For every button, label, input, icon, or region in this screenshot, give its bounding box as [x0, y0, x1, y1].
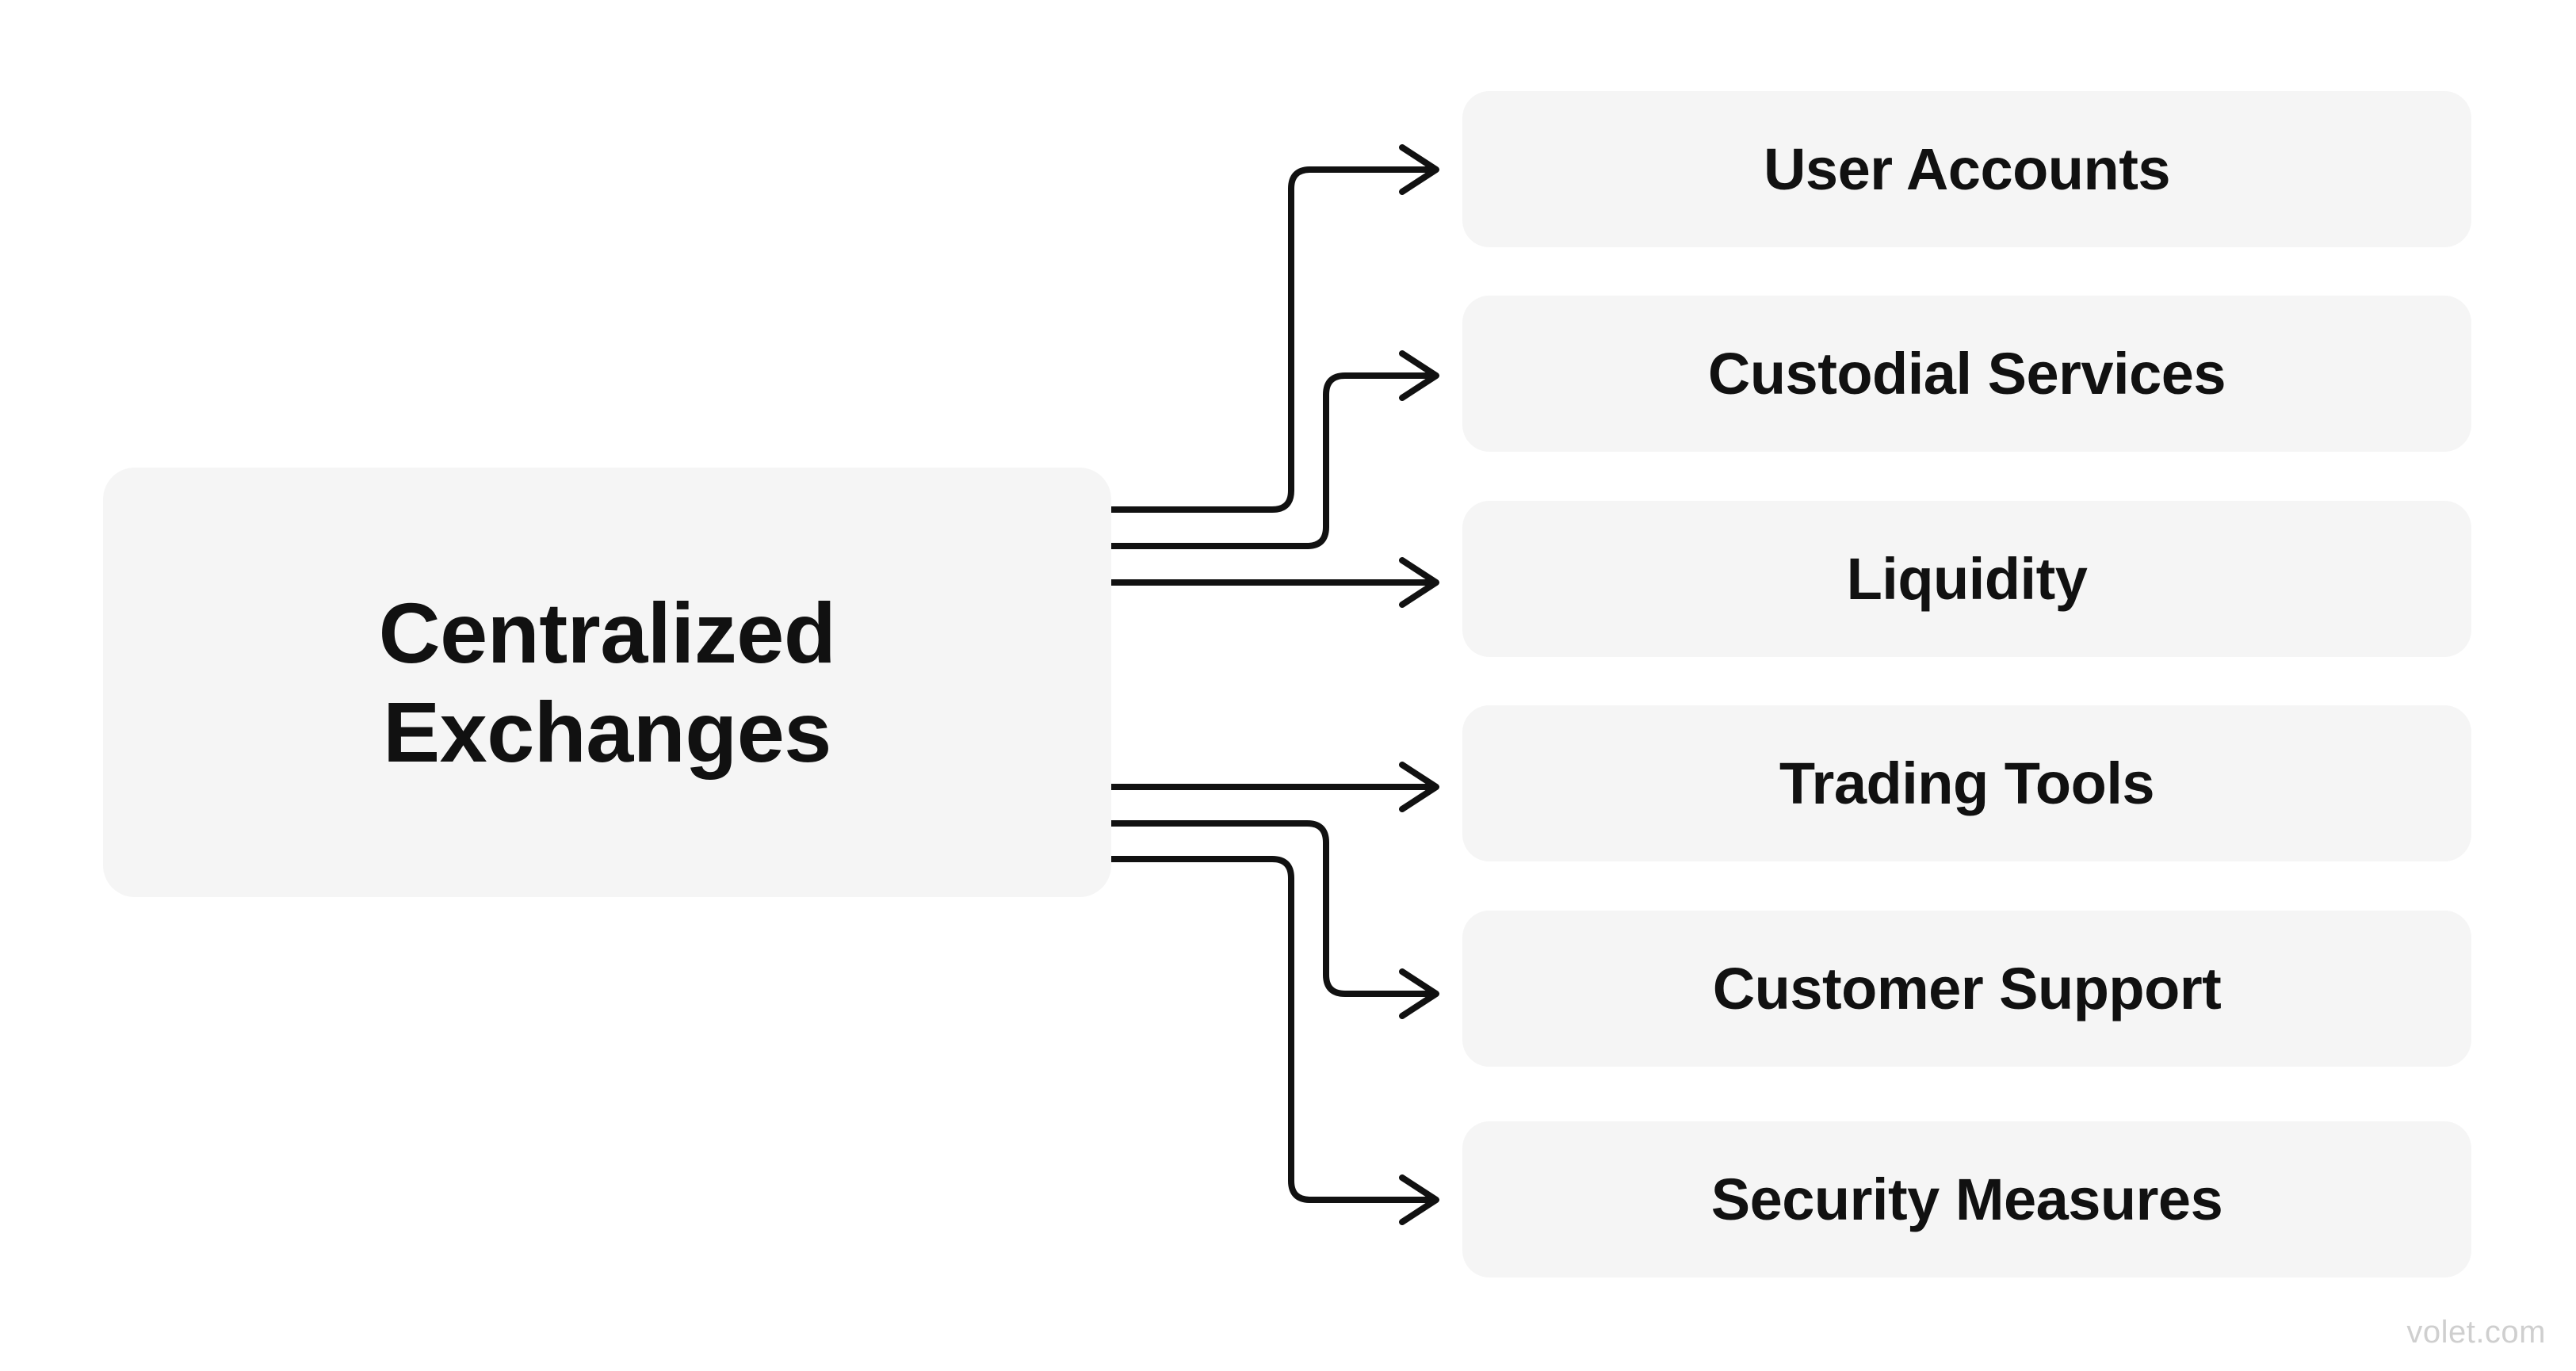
arrowhead-trading-tools — [1399, 762, 1439, 812]
watermark-label: volet.com — [2406, 1315, 2546, 1350]
branch-node-customer-support[interactable]: Customer Support — [1462, 911, 2471, 1067]
connector-customer-support — [1108, 820, 1435, 997]
branch-node-custodial-services[interactable]: Custodial Services — [1462, 296, 2471, 452]
arrowhead-user-accounts — [1399, 144, 1439, 195]
branch-node-label: User Accounts — [1763, 136, 2171, 202]
branch-node-label: Trading Tools — [1779, 750, 2155, 816]
branch-node-liquidity[interactable]: Liquidity — [1462, 501, 2471, 657]
branch-node-label: Custodial Services — [1707, 340, 2226, 407]
arrowhead-liquidity — [1399, 557, 1439, 608]
arrowhead-security-measures — [1399, 1174, 1439, 1225]
connector-security-measures — [1108, 856, 1435, 1203]
connector-user-accounts — [1108, 166, 1435, 513]
branch-node-label: Customer Support — [1712, 955, 2222, 1022]
branch-node-label: Security Measures — [1710, 1166, 2223, 1232]
branch-node-security-measures[interactable]: Security Measures — [1462, 1121, 2471, 1277]
arrowhead-custodial-services — [1399, 350, 1439, 401]
branch-node-label: Liquidity — [1846, 545, 2088, 612]
root-node-label: Centralized Exchanges — [378, 584, 836, 780]
branch-node-trading-tools[interactable]: Trading Tools — [1462, 705, 2471, 861]
arrowhead-customer-support — [1399, 968, 1439, 1019]
connector-custodial-services — [1108, 372, 1435, 549]
root-node-centralized-exchanges[interactable]: Centralized Exchanges — [103, 468, 1111, 897]
branch-node-user-accounts[interactable]: User Accounts — [1462, 91, 2471, 247]
